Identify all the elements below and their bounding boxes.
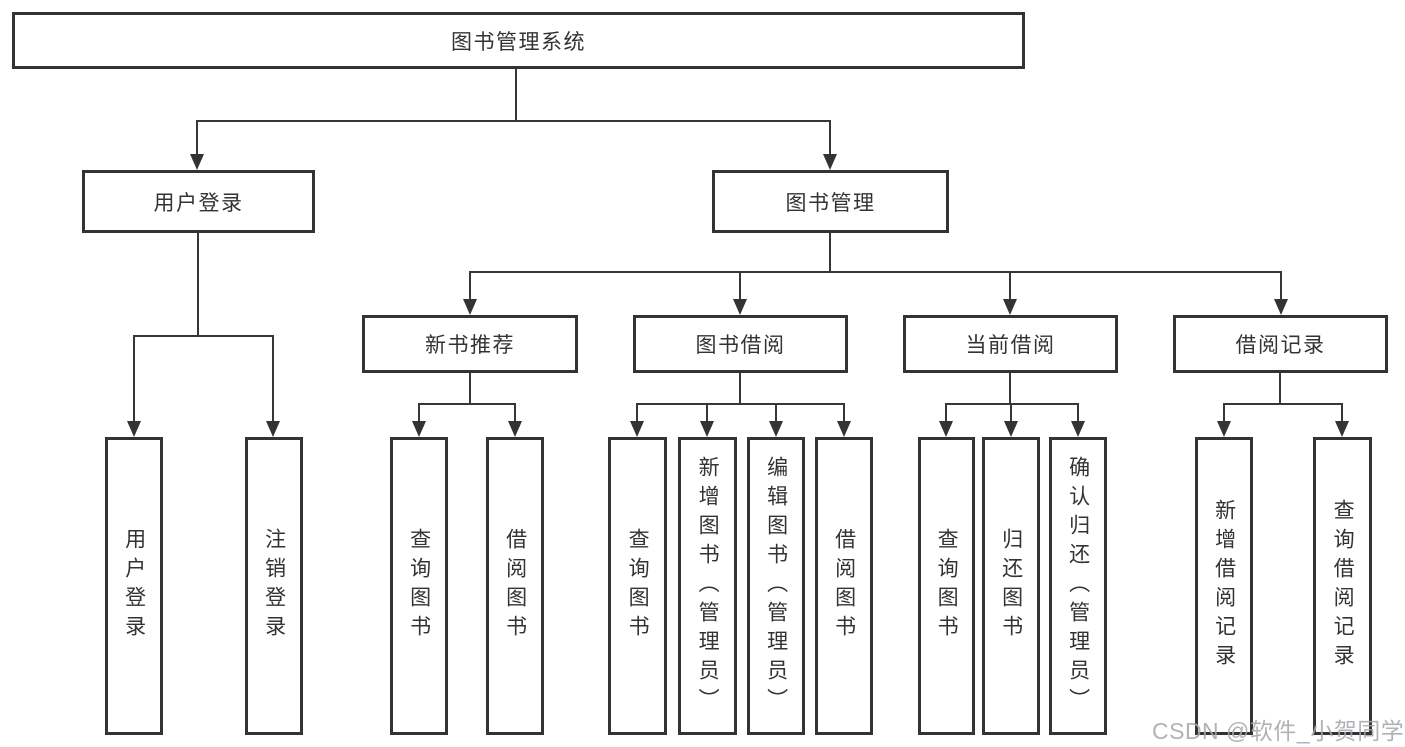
arrow-down-icon [769,421,783,437]
leaf-label: 用户登录 [122,528,146,644]
connector-borrowrecord-stem [1279,372,1281,405]
leaf-label: 注销登录 [262,528,286,644]
arrow-down-icon [1071,421,1085,437]
arrow-down-icon [1335,421,1349,437]
connector-newbook-drop-1 [418,403,420,423]
connector-bookborrow-drop-2 [706,403,708,423]
leaf-label: 确认归还（管理员） [1066,455,1090,717]
leaf-label: 新增借阅记录 [1212,499,1236,673]
connector-bookmgmt-drop-4 [1280,271,1282,301]
connector-root-drop-right [829,120,831,156]
connector-bookmgmt-drop-3 [1009,271,1011,301]
arrow-down-icon [266,421,280,437]
connector-userlogin-drop-1 [133,335,135,423]
connector-bookborrow-hline [636,403,845,405]
connector-borrowrecord-hline [1223,403,1343,405]
connector-bookmgmt-drop-2 [739,271,741,301]
node-new-book-recommend: 新书推荐 [362,315,578,373]
arrow-down-icon [1004,421,1018,437]
connector-bookmgmt-stem [829,232,831,273]
connector-currentborrow-drop-2 [1010,403,1012,423]
connector-root-hline [196,120,831,122]
arrow-down-icon [1003,299,1017,315]
leaf-label: 查询图书 [407,528,431,644]
connector-newbook-hline [418,403,516,405]
leaf-label: 查询图书 [935,528,959,644]
connector-bookborrow-drop-3 [775,403,777,423]
connector-userlogin-hline [133,335,274,337]
leaf-edit-book-admin: 编辑图书（管理员） [747,437,805,735]
leaf-borrow-book-borrow: 借阅图书 [815,437,873,735]
leaf-label: 新增图书（管理员） [696,455,720,717]
leaf-user-login: 用户登录 [105,437,163,735]
connector-bookborrow-drop-1 [636,403,638,423]
arrow-down-icon [412,421,426,437]
connector-root-drop-left [196,120,198,156]
leaf-query-book-borrow: 查询图书 [608,437,667,735]
connector-bookmgmt-hline [469,271,1282,273]
connector-userlogin-drop-2 [272,335,274,423]
arrow-down-icon [508,421,522,437]
arrow-down-icon [1274,299,1288,315]
connector-root-stem [515,68,517,121]
arrow-down-icon [837,421,851,437]
connector-currentborrow-drop-3 [1077,403,1079,423]
node-current-borrow: 当前借阅 [903,315,1118,373]
leaf-label: 借阅图书 [503,528,527,644]
connector-bookborrow-stem [739,372,741,405]
node-user-login: 用户登录 [82,170,315,233]
connector-newbook-stem [469,372,471,405]
arrow-down-icon [1217,421,1231,437]
arrow-down-icon [463,299,477,315]
connector-borrowrecord-drop-1 [1223,403,1225,423]
connector-currentborrow-drop-1 [945,403,947,423]
connector-userlogin-stem [197,232,199,337]
leaf-return-book: 归还图书 [982,437,1040,735]
connector-bookborrow-drop-4 [843,403,845,423]
leaf-add-book-admin: 新增图书（管理员） [678,437,737,735]
arrow-down-icon [733,299,747,315]
arrow-down-icon [823,154,837,170]
connector-newbook-drop-2 [514,403,516,423]
arrow-down-icon [700,421,714,437]
leaf-label: 借阅图书 [832,528,856,644]
node-book-management: 图书管理 [712,170,949,233]
leaf-label: 查询图书 [626,528,650,644]
leaf-label: 编辑图书（管理员） [764,455,788,717]
arrow-down-icon [630,421,644,437]
leaf-borrow-book-newbook: 借阅图书 [486,437,544,735]
arrow-down-icon [127,421,141,437]
arrow-down-icon [190,154,204,170]
connector-borrowrecord-drop-2 [1341,403,1343,423]
connector-currentborrow-hline [945,403,1079,405]
leaf-query-book-newbook: 查询图书 [390,437,448,735]
leaf-add-borrow-record: 新增借阅记录 [1195,437,1253,735]
node-root-library-system: 图书管理系统 [12,12,1025,69]
arrow-down-icon [939,421,953,437]
node-book-borrow: 图书借阅 [633,315,848,373]
connector-currentborrow-stem [1009,372,1011,405]
connector-bookmgmt-drop-1 [469,271,471,301]
leaf-confirm-return-admin: 确认归还（管理员） [1049,437,1107,735]
node-borrow-record: 借阅记录 [1173,315,1388,373]
leaf-logout: 注销登录 [245,437,303,735]
leaf-label: 归还图书 [999,528,1023,644]
leaf-query-book-current: 查询图书 [918,437,975,735]
leaf-query-borrow-record: 查询借阅记录 [1313,437,1372,735]
leaf-label: 查询借阅记录 [1331,499,1355,673]
watermark: CSDN @软件_小贺同学 [1152,718,1405,744]
